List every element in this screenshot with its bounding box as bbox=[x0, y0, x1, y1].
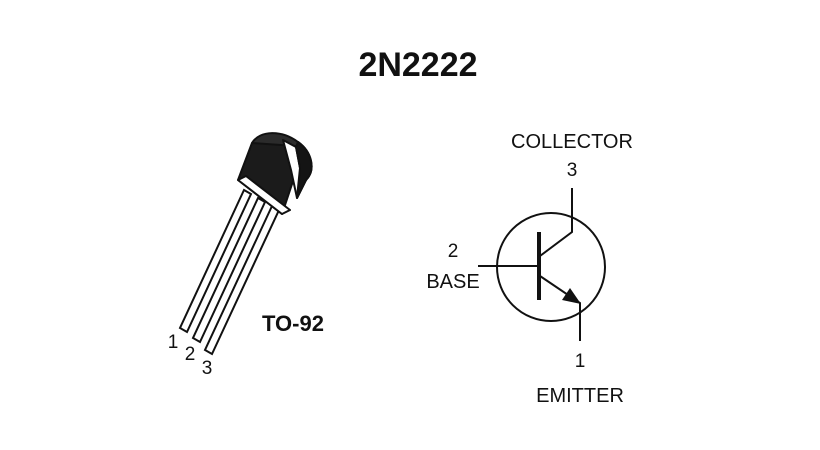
collector-label: COLLECTOR bbox=[511, 131, 633, 153]
collector-pin-number: 3 bbox=[567, 160, 578, 181]
package-pin-number-3: 3 bbox=[202, 358, 213, 379]
package-pin-number-1: 1 bbox=[168, 332, 179, 353]
base-label: BASE bbox=[426, 271, 479, 293]
base-pin-number: 2 bbox=[448, 241, 459, 262]
package-round-face bbox=[295, 141, 313, 199]
package-label: TO-92 bbox=[262, 311, 324, 336]
lead-2 bbox=[191, 196, 267, 344]
emitter-arrow bbox=[562, 288, 581, 304]
package-pin-number-2: 2 bbox=[185, 344, 196, 365]
to92-package-drawing: 1 2 3 TO-92 bbox=[168, 132, 324, 379]
collector-wire bbox=[539, 188, 573, 257]
lead-1 bbox=[178, 188, 253, 334]
emitter-label: EMITTER bbox=[536, 385, 624, 407]
emitter-pin-number: 1 bbox=[575, 351, 586, 372]
part-number-title: 2N2222 bbox=[358, 46, 477, 84]
package-base bbox=[237, 175, 291, 215]
package-body bbox=[237, 132, 313, 215]
emitter-wire bbox=[539, 275, 581, 341]
npn-schematic-symbol bbox=[478, 188, 606, 341]
